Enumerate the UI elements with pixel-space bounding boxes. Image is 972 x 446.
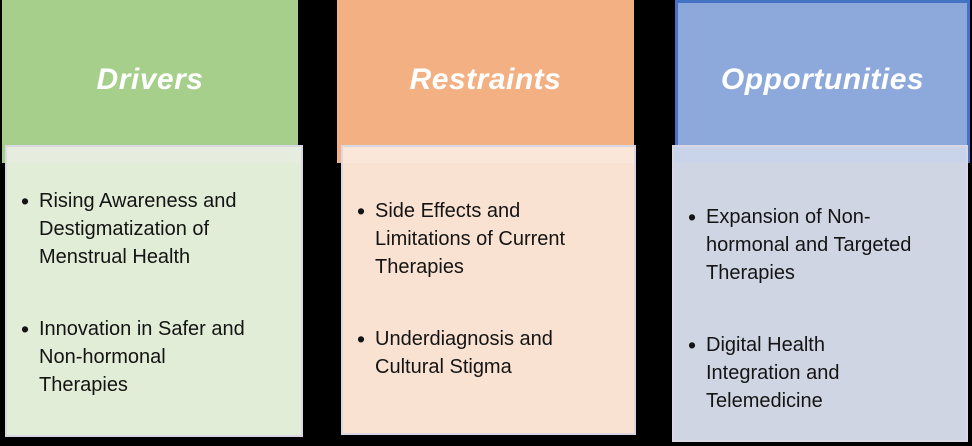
list-item: • Innovation in Safer and Non-hormonal T…: [21, 315, 285, 399]
bullet-icon: •: [21, 188, 30, 214]
list-item: • Digital Health Integration and Telemed…: [688, 331, 950, 415]
drivers-body: • Rising Awareness and Destigmatization …: [5, 145, 303, 437]
opportunities-header-overlap-band: [674, 147, 966, 163]
bullet-text: Underdiagnosis and Cultural Stigma: [375, 328, 553, 378]
restraints-title: Restraints: [409, 62, 562, 96]
bullet-icon: •: [21, 316, 30, 342]
restraints-bullet-list: • Side Effects and Limitations of Curren…: [343, 163, 634, 381]
opportunities-header: Opportunities: [675, 0, 970, 163]
bullet-text: Side Effects and Limitations of Current …: [375, 200, 566, 278]
drivers-header: Drivers: [2, 0, 298, 163]
drivers-title: Drivers: [96, 62, 204, 96]
restraints-header: Restraints: [337, 0, 634, 163]
drivers-header-overlap-band: [7, 147, 301, 163]
list-item: • Side Effects and Limitations of Curren…: [357, 197, 618, 281]
bullet-icon: •: [688, 332, 697, 358]
bullet-text: Digital Health Integration and Telemedic…: [706, 334, 840, 412]
list-item: • Expansion of Non- hormonal and Targete…: [688, 203, 950, 287]
bullet-icon: •: [688, 204, 697, 230]
bullet-icon: •: [357, 326, 366, 352]
opportunities-bullet-list: • Expansion of Non- hormonal and Targete…: [674, 163, 966, 415]
bullet-icon: •: [357, 198, 366, 224]
opportunities-title: Opportunities: [720, 62, 925, 96]
list-item: • Underdiagnosis and Cultural Stigma: [357, 325, 618, 381]
bullet-text: Innovation in Safer and Non-hormonal The…: [39, 318, 245, 396]
list-item: • Rising Awareness and Destigmatization …: [21, 187, 285, 271]
bullet-text: Rising Awareness and Destigmatization of…: [39, 190, 237, 268]
opportunities-body: • Expansion of Non- hormonal and Targete…: [672, 145, 968, 442]
restraints-body: • Side Effects and Limitations of Curren…: [341, 145, 636, 435]
bullet-text: Expansion of Non- hormonal and Targeted …: [706, 206, 912, 284]
restraints-header-overlap-band: [343, 147, 634, 163]
drivers-bullet-list: • Rising Awareness and Destigmatization …: [7, 163, 301, 399]
